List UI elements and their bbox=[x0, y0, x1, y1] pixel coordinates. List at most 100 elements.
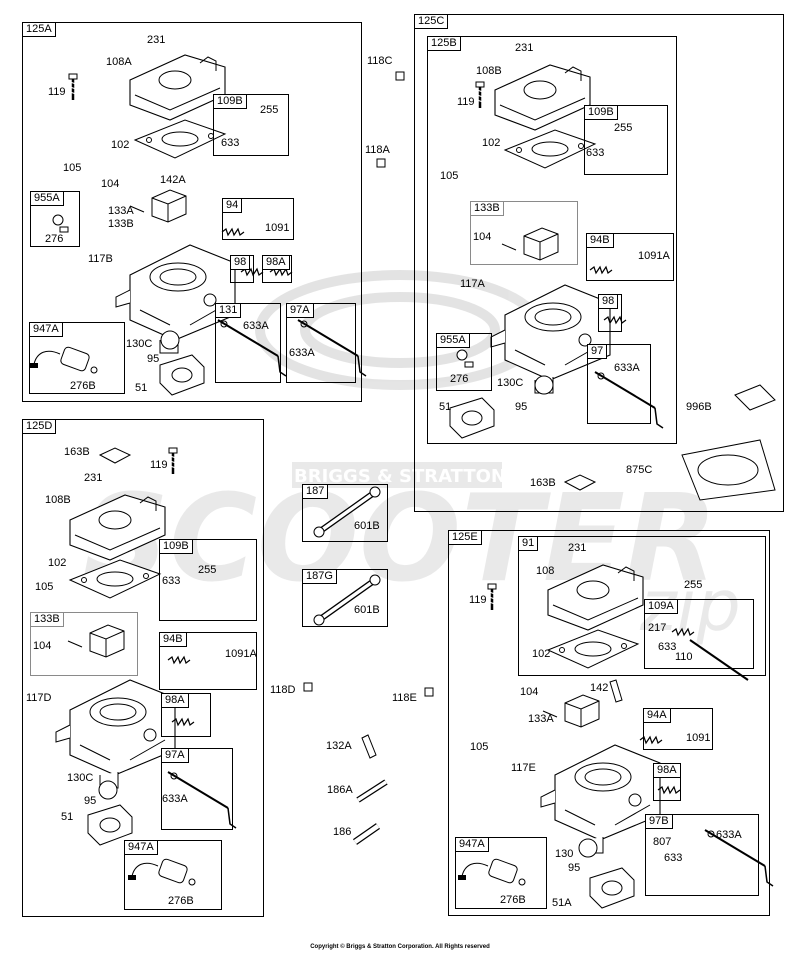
callout-633a-131: 633A bbox=[243, 320, 269, 332]
group-125a-title: 125A bbox=[23, 23, 56, 37]
copyright-notice: Copyright © Briggs & Stratton Corporatio… bbox=[310, 944, 490, 950]
callout-231-d: 231 bbox=[84, 472, 103, 484]
group-109b-d: 109B bbox=[159, 539, 257, 621]
callout-119-e: 119 bbox=[469, 594, 487, 606]
part-118a bbox=[376, 158, 386, 168]
callout-119-b: 119 bbox=[457, 96, 475, 108]
callout-633-b: 633 bbox=[586, 147, 605, 159]
group-133b-b: 133B bbox=[470, 201, 578, 265]
group-125e-title: 125E bbox=[449, 531, 482, 545]
callout-117e: 117E bbox=[511, 762, 536, 774]
callout-1091: 1091 bbox=[265, 222, 290, 234]
group-947a-d-title: 947A bbox=[125, 841, 158, 855]
callout-95-d: 95 bbox=[84, 795, 97, 807]
callout-633a-e: 633A bbox=[716, 829, 742, 841]
gasket-163b-125d bbox=[98, 447, 132, 464]
callout-118e: 118E bbox=[392, 692, 417, 704]
group-98a-e-title: 98A bbox=[654, 764, 681, 778]
callout-95: 95 bbox=[147, 353, 160, 365]
callout-231: 231 bbox=[147, 34, 166, 46]
callout-104: 104 bbox=[101, 178, 120, 190]
air-cleaner-875c bbox=[681, 439, 776, 501]
callout-105-e: 105 bbox=[470, 741, 489, 753]
callout-117b: 117B bbox=[88, 253, 113, 265]
callout-633a-d: 633A bbox=[162, 793, 188, 805]
callout-142: 142 bbox=[590, 682, 609, 694]
group-131-title: 131 bbox=[216, 304, 242, 318]
group-94a: 94A bbox=[643, 708, 713, 750]
callout-255: 255 bbox=[260, 104, 279, 116]
part-118c bbox=[395, 71, 405, 81]
group-91: 91 bbox=[518, 536, 766, 676]
callout-186a: 186A bbox=[327, 784, 353, 796]
callout-875c: 875C bbox=[626, 464, 653, 476]
callout-996b: 996B bbox=[686, 401, 712, 413]
callout-276-b: 276 bbox=[450, 373, 469, 385]
group-98a-e: 98A bbox=[653, 763, 681, 801]
group-125b-title: 125B bbox=[428, 37, 461, 51]
group-125b: 125B bbox=[427, 36, 677, 444]
callout-1091-e: 1091 bbox=[686, 732, 711, 744]
callout-231-e: 231 bbox=[568, 542, 587, 554]
group-98-a: 98 bbox=[230, 255, 254, 283]
watermark-brand-bar bbox=[292, 462, 502, 488]
callout-108a: 108A bbox=[106, 56, 132, 68]
callout-110: 110 bbox=[675, 651, 693, 663]
group-91-title: 91 bbox=[519, 537, 539, 551]
callout-133a-e: 133A bbox=[528, 713, 554, 725]
callout-255-e: 255 bbox=[684, 579, 703, 591]
callout-105: 105 bbox=[63, 162, 82, 174]
callout-102-b: 102 bbox=[482, 137, 501, 149]
callout-1091a-d: 1091A bbox=[225, 648, 257, 660]
callout-130c: 130C bbox=[126, 338, 153, 350]
group-131: 131 bbox=[215, 303, 281, 383]
group-109b-b-title: 109B bbox=[585, 106, 618, 120]
callout-117d: 117D bbox=[26, 692, 52, 704]
group-109b-a: 109B bbox=[213, 94, 289, 156]
callout-102: 102 bbox=[111, 139, 130, 151]
group-125e: 125E bbox=[448, 530, 770, 916]
callout-633a-97: 633A bbox=[614, 362, 640, 374]
group-947a-a-title: 947A bbox=[30, 323, 63, 337]
callout-51-d: 51 bbox=[61, 811, 74, 823]
callout-633: 633 bbox=[221, 137, 240, 149]
group-187: 187 bbox=[302, 484, 388, 542]
callout-132a: 132A bbox=[326, 740, 352, 752]
group-94b-d: 94B bbox=[159, 632, 257, 690]
group-133b-d-title: 133B bbox=[31, 613, 64, 627]
group-97-title: 97 bbox=[588, 345, 608, 359]
callout-119-d: 119 bbox=[150, 459, 168, 471]
callout-276b-d: 276B bbox=[168, 895, 194, 907]
group-97a-d: 97A bbox=[161, 748, 233, 830]
part-118e bbox=[424, 687, 434, 697]
group-187-title: 187 bbox=[303, 485, 329, 499]
watermark-ellipse-inner bbox=[300, 292, 500, 368]
callout-108b-b: 108B bbox=[476, 65, 502, 77]
callout-133b: 133B bbox=[108, 218, 134, 230]
callout-108-e: 108 bbox=[536, 565, 555, 577]
callout-633-97b: 633 bbox=[664, 852, 683, 864]
callout-217: 217 bbox=[648, 622, 667, 634]
group-94b-b-title: 94B bbox=[587, 234, 614, 248]
part-996b bbox=[734, 384, 776, 411]
callout-105-b: 105 bbox=[440, 170, 459, 182]
part-186a bbox=[357, 780, 387, 802]
callout-1091a-b: 1091A bbox=[638, 250, 670, 262]
callout-51a: 51A bbox=[552, 897, 572, 909]
callout-105-d: 105 bbox=[35, 581, 54, 593]
group-955a-a-title: 955A bbox=[31, 192, 64, 206]
callout-807: 807 bbox=[653, 836, 672, 848]
group-94a-title: 94A bbox=[644, 709, 671, 723]
group-955a-b: 955A bbox=[436, 333, 492, 391]
callout-130-e: 130 bbox=[555, 848, 574, 860]
callout-108b-d: 108B bbox=[45, 494, 71, 506]
gasket-163b-125c bbox=[563, 474, 597, 491]
callout-276b: 276B bbox=[70, 380, 96, 392]
callout-633-d: 633 bbox=[162, 575, 181, 587]
group-125c: 125C bbox=[414, 14, 784, 512]
callout-601b-187: 601B bbox=[354, 520, 380, 532]
group-97a-a-title: 97A bbox=[287, 304, 314, 318]
group-109a: 109A bbox=[644, 599, 754, 669]
